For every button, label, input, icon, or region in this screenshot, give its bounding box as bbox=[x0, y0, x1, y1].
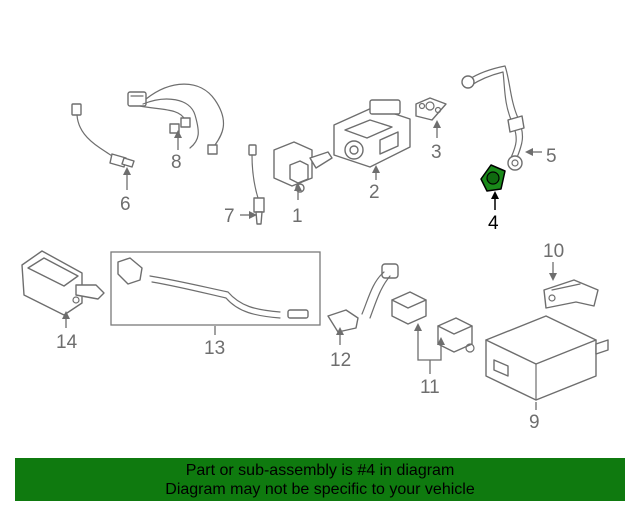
svg-text:7: 7 bbox=[224, 206, 235, 227]
part-11-solenoid-valves[interactable] bbox=[391, 291, 475, 353]
callout-4: 4 bbox=[488, 191, 499, 234]
callout-6: 6 bbox=[120, 167, 131, 215]
svg-text:13: 13 bbox=[204, 338, 225, 359]
callout-7: 7 bbox=[224, 206, 257, 227]
callout-5: 5 bbox=[525, 146, 557, 167]
banner-line-2: Diagram may not be specific to your vehi… bbox=[165, 480, 475, 498]
callout-11: 11 bbox=[414, 323, 445, 398]
callout-1: 1 bbox=[292, 183, 303, 227]
part-6-oxygen-sensor[interactable] bbox=[71, 103, 135, 168]
svg-text:5: 5 bbox=[546, 146, 557, 167]
svg-text:6: 6 bbox=[120, 194, 131, 215]
banner-line-1: Part or sub-assembly is #4 in diagram bbox=[185, 461, 455, 479]
callout-12: 12 bbox=[330, 327, 351, 371]
svg-text:11: 11 bbox=[420, 377, 440, 398]
part-14-bracket[interactable] bbox=[21, 250, 105, 316]
callout-8: 8 bbox=[171, 130, 182, 173]
svg-text:4: 4 bbox=[488, 213, 499, 234]
info-banner: Part or sub-assembly is #4 in diagram Di… bbox=[15, 458, 625, 501]
part-8-wire-harness[interactable] bbox=[127, 83, 225, 155]
callout-13: 13 bbox=[204, 326, 225, 359]
svg-text:14: 14 bbox=[56, 332, 78, 353]
part-13-frame bbox=[110, 251, 321, 326]
svg-text:3: 3 bbox=[431, 142, 442, 163]
part-3-gasket[interactable] bbox=[415, 97, 447, 121]
svg-text:10: 10 bbox=[543, 241, 564, 262]
svg-text:9: 9 bbox=[529, 412, 540, 433]
part-4-gasket-highlighted[interactable] bbox=[480, 164, 506, 192]
callout-10: 10 bbox=[543, 241, 564, 281]
svg-text:2: 2 bbox=[369, 182, 380, 203]
svg-text:12: 12 bbox=[330, 350, 351, 371]
svg-text:1: 1 bbox=[292, 206, 303, 227]
info-banner-bg bbox=[15, 458, 625, 501]
callout-2: 2 bbox=[369, 165, 380, 203]
callout-14: 14 bbox=[56, 311, 78, 353]
part-1-valve[interactable] bbox=[273, 141, 333, 193]
part-10-bracket[interactable] bbox=[543, 279, 599, 309]
part-13-hose-kit[interactable] bbox=[117, 257, 309, 319]
part-7-sensor[interactable] bbox=[248, 144, 265, 225]
callout-9: 9 bbox=[529, 402, 540, 433]
part-5-pipe[interactable] bbox=[461, 65, 525, 171]
callout-3: 3 bbox=[431, 120, 442, 163]
svg-text:8: 8 bbox=[171, 152, 182, 173]
part-9-charcoal-canister[interactable] bbox=[485, 315, 609, 401]
part-2-valve-assembly[interactable] bbox=[333, 99, 411, 168]
part-12-hose[interactable] bbox=[327, 263, 399, 333]
